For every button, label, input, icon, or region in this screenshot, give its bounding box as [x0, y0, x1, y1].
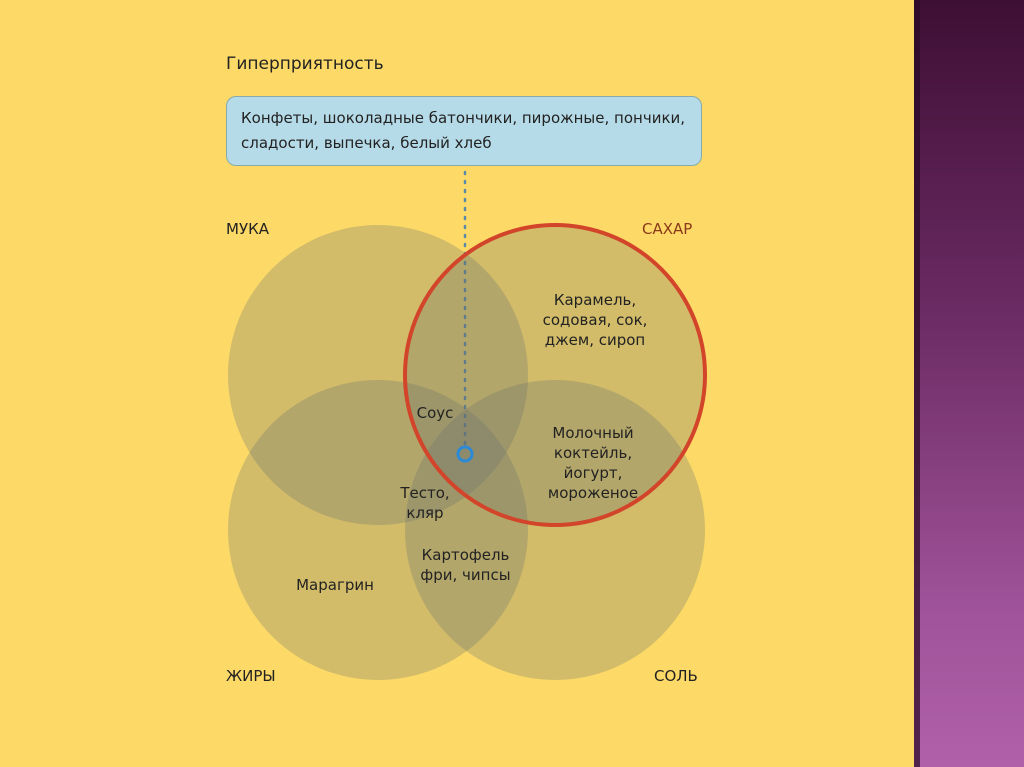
region-label-fat-salt: Картофель фри, чипсы: [420, 546, 511, 584]
region-label-sugar-salt: Молочный коктейль, йогурт, мороженое: [547, 424, 639, 502]
set-label-flour: МУКА: [226, 220, 269, 238]
circle-flour: [228, 225, 528, 525]
circle-sugar: [405, 225, 705, 525]
set-label-salt: СОЛЬ: [654, 667, 698, 685]
center-marker-icon: [456, 445, 474, 463]
sugar-highlight-ring: [403, 223, 707, 527]
hyperpalatable-foods-box: Конфеты, шоколадные батончики, пирожные,…: [226, 96, 702, 166]
decorative-side-stripe: [914, 0, 1024, 767]
region-label-sauce: Соус: [416, 404, 454, 422]
circle-fats: [228, 380, 528, 680]
set-label-sugar: САХАР: [642, 220, 693, 238]
page-title: Гиперприятность: [226, 54, 384, 74]
region-label-fat: Марагрин: [296, 576, 374, 594]
set-label-fats: ЖИРЫ: [226, 667, 276, 685]
circle-salt: [405, 380, 705, 680]
region-label-sugar: Карамель, содовая, сок, джем, сироп: [542, 291, 648, 349]
region-label-flour-fat: Тесто, кляр: [400, 484, 450, 522]
